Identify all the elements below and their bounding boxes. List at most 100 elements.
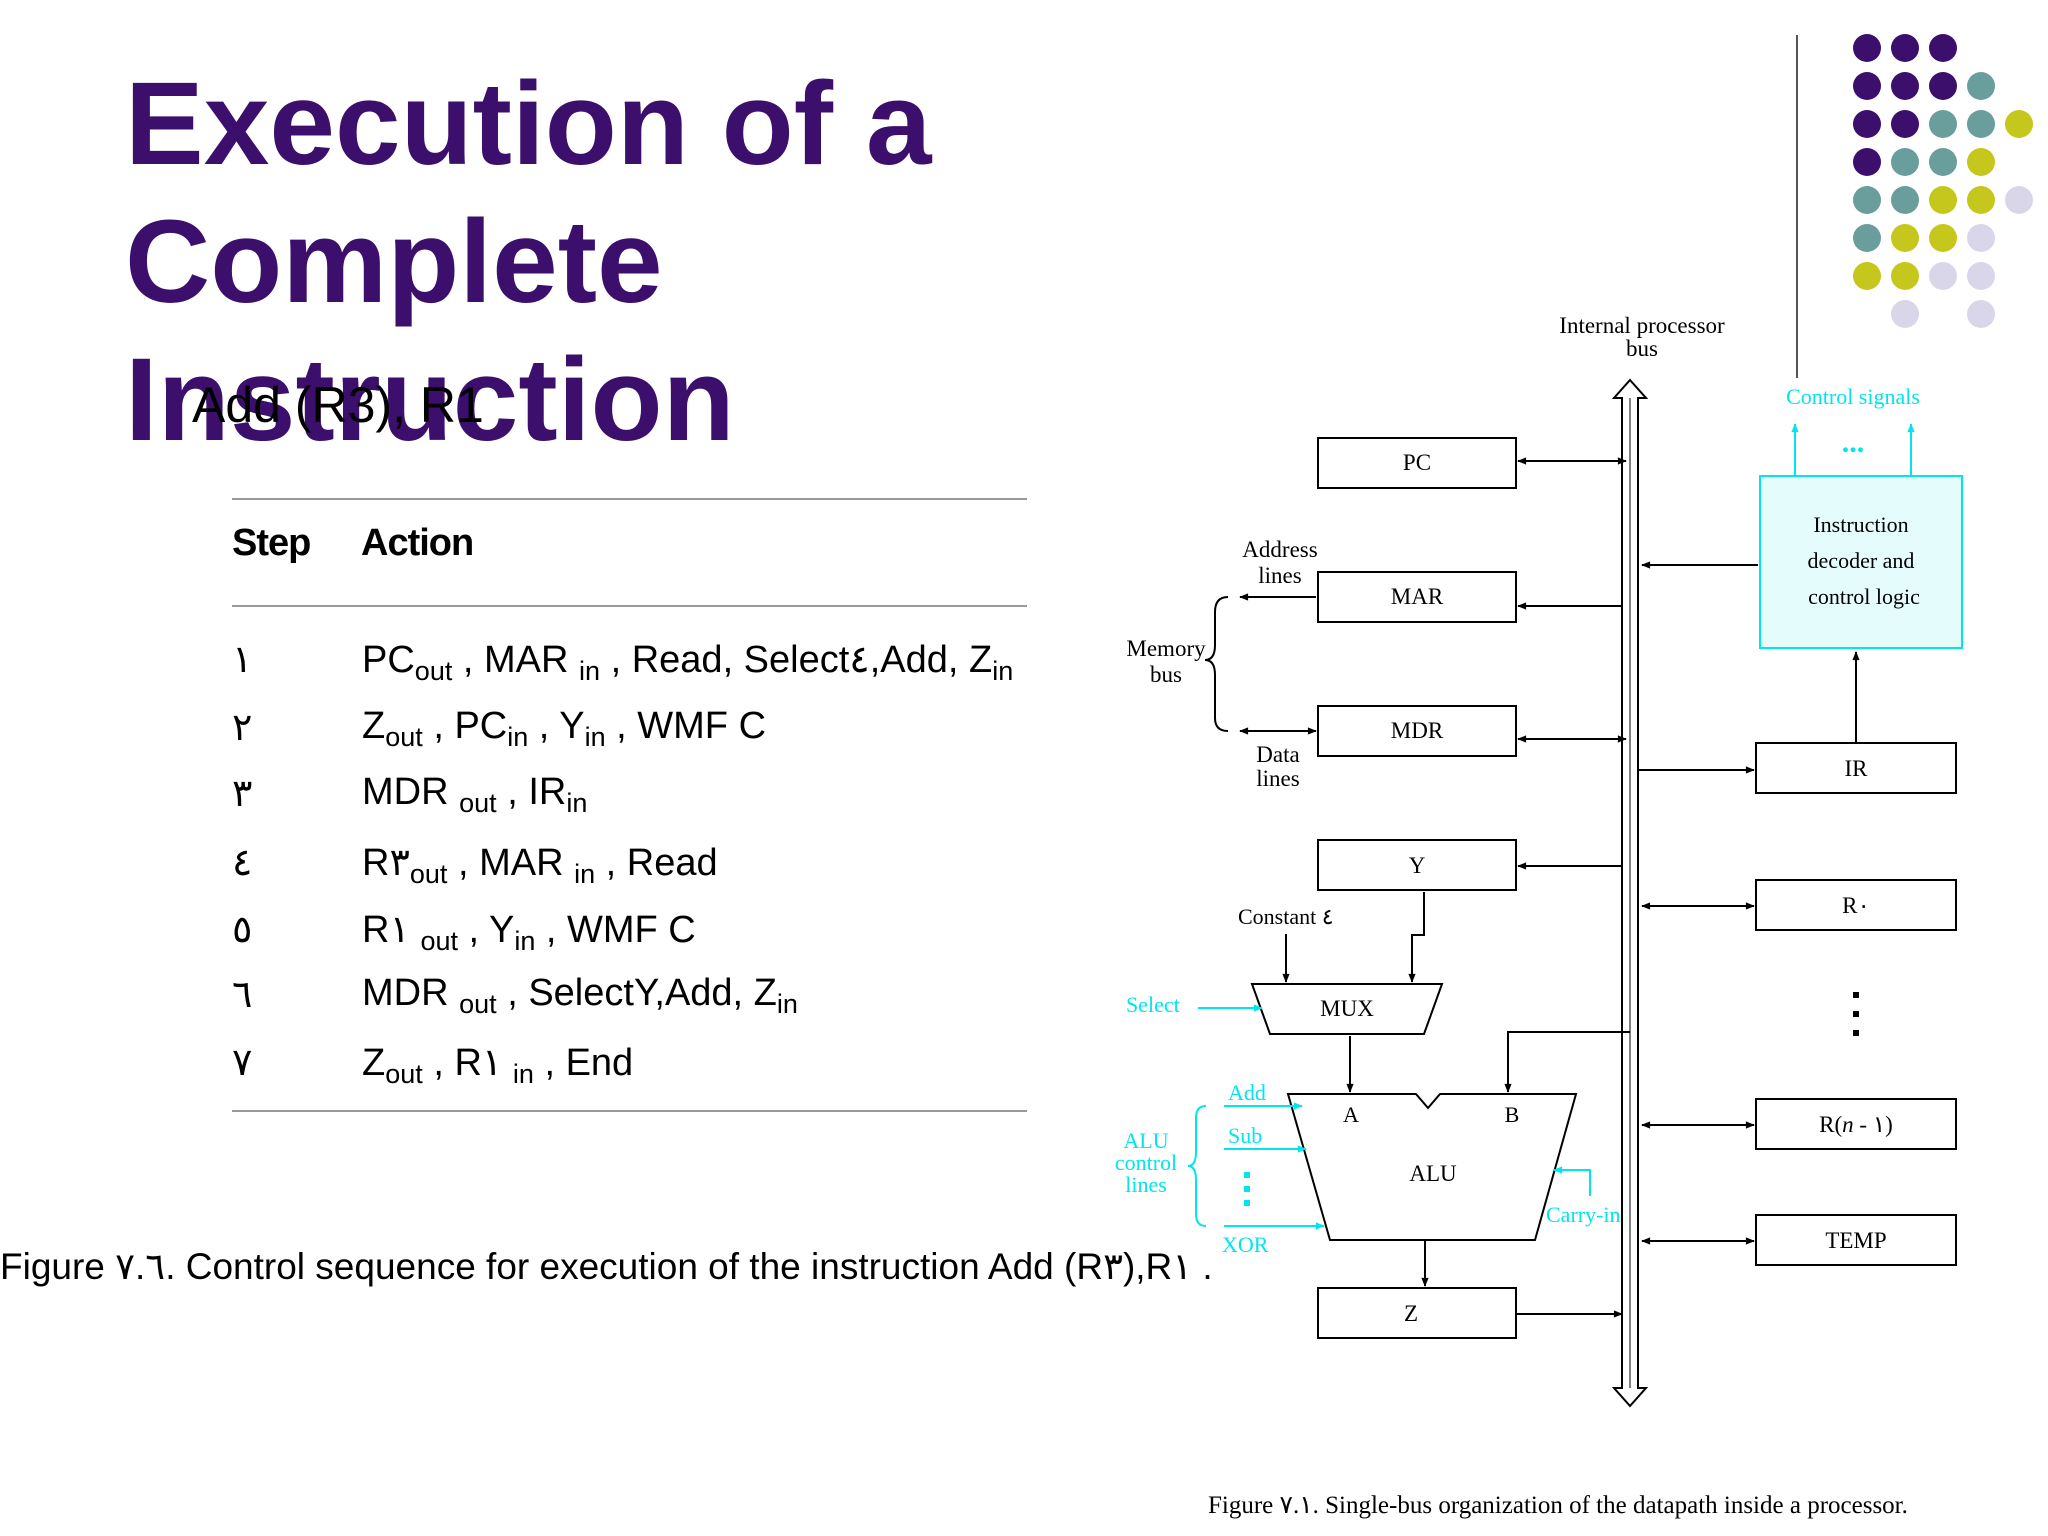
step-action: MDR out , SelectY,Add, Zin: [362, 972, 798, 1019]
mdr-label: MDR: [1391, 718, 1444, 743]
title-line-2: Instruction: [125, 334, 735, 466]
constant-label: Constant ٤: [1238, 904, 1334, 929]
decorative-dot: [1929, 224, 1957, 252]
address-lines-label-1: Address: [1242, 537, 1317, 562]
table-header-step: Step: [232, 522, 311, 564]
step-action: R٣out , MAR in , Read: [362, 842, 718, 889]
step-number: ٢: [232, 707, 253, 749]
decorative-dot: [1967, 186, 1995, 214]
data-lines-label-2: lines: [1256, 766, 1299, 791]
carry-in-arrow: [1553, 1166, 1591, 1196]
alu-control-label-3: lines: [1125, 1172, 1167, 1197]
table-row: ١ PCout , MAR in , Read, Select٤,Add, Zin: [232, 637, 1032, 697]
step-action: MDR out , IRin: [362, 771, 588, 818]
decorative-dot: [1929, 72, 1957, 100]
decorative-dot: [1967, 262, 1995, 290]
decorative-dot: [2005, 186, 2033, 214]
control-signals-dots: ...: [1842, 426, 1865, 459]
table-row: ٣ MDR out , IRin: [232, 771, 1032, 831]
temp-label: TEMP: [1825, 1228, 1886, 1253]
ir-label: IR: [1845, 756, 1869, 781]
alu-xor-label: XOR: [1222, 1232, 1269, 1257]
step-action: Zout , R١ in , End: [362, 1042, 634, 1089]
figure-caption-right: Figure ٧.١. Single-bus organization of t…: [1208, 1492, 1908, 1519]
select-label: Select: [1126, 992, 1180, 1017]
decorative-dot: [2005, 110, 2033, 138]
memory-bus-brace: [1204, 596, 1229, 732]
decorative-dot: [1891, 186, 1919, 214]
memory-bus-label-2: bus: [1150, 662, 1182, 687]
decorative-dot: [1967, 224, 1995, 252]
internal-processor-bus: [1611, 378, 1649, 1408]
mdr-register: [1317, 705, 1517, 757]
decorative-dot: [1891, 148, 1919, 176]
figure-caption-left: Figure ٧.٦. Control sequence for executi…: [0, 1246, 1213, 1287]
decorative-dot: [1929, 110, 1957, 138]
temp-register: [1755, 1214, 1957, 1266]
decorative-dot-grid: [1853, 34, 2033, 328]
decorative-dot: [1891, 72, 1919, 100]
decorative-dot: [1853, 224, 1881, 252]
instruction-decoder-box: [1759, 475, 1963, 649]
pc-register: [1317, 437, 1517, 489]
instruction-text: Add (R3), R1: [192, 377, 484, 433]
mar-register: [1317, 571, 1517, 623]
step-number: ٧: [232, 1042, 253, 1084]
decorative-dot: [1891, 110, 1919, 138]
title-line-1: Execution of a Complete: [125, 58, 932, 328]
decorative-dot: [1967, 72, 1995, 100]
slide-title: Execution of a Complete Instruction: [125, 55, 1425, 469]
alu-add-label: Add: [1228, 1080, 1266, 1105]
rn-label: R(n - ١): [1819, 1112, 1893, 1137]
decorative-dot: [1967, 110, 1995, 138]
alu-control-brace: [1187, 1105, 1207, 1227]
step-number: ٣: [232, 773, 253, 815]
alu-control-ellipsis: [1244, 1172, 1250, 1206]
step-number: ٤: [232, 842, 253, 884]
decoder-label-1: Instruction: [1813, 512, 1908, 537]
step-number: ١: [232, 639, 253, 681]
y-register: [1317, 839, 1517, 891]
alu-control-label-1: ALU: [1123, 1128, 1168, 1153]
step-action: PCout , MAR in , Read, Select٤,Add, Zin: [362, 639, 1014, 686]
table-row: ٥ R١ out , Yin , WMF C: [232, 907, 1032, 967]
r0-register: [1755, 879, 1957, 931]
alu-label: ALU: [1409, 1161, 1457, 1186]
alu-port-a-label: A: [1343, 1102, 1359, 1127]
y-to-mux-arrow: [1408, 892, 1425, 983]
decorative-dot: [1891, 224, 1919, 252]
decorative-dot: [1853, 148, 1881, 176]
decorative-dot: [1967, 148, 1995, 176]
mar-label: MAR: [1391, 584, 1444, 609]
step-action: R١ out , Yin , WMF C: [362, 909, 696, 956]
decorative-dot: [1853, 262, 1881, 290]
decorative-dot: [1891, 262, 1919, 290]
z-label: Z: [1404, 1301, 1418, 1326]
mux-block: [1250, 983, 1444, 1035]
table-rule-top: [232, 498, 1027, 500]
table-row: ٧ Zout , R١ in , End: [232, 1040, 1032, 1100]
decorative-dot: [1929, 148, 1957, 176]
decorative-dot: [1891, 300, 1919, 328]
mux-label: MUX: [1320, 996, 1374, 1021]
decorative-dot: [1929, 262, 1957, 290]
alu-sub-label: Sub: [1228, 1123, 1262, 1148]
decorative-dot: [1853, 186, 1881, 214]
table-rule-bottom: [232, 1110, 1027, 1112]
alu-block: [1286, 1093, 1578, 1241]
decorative-dot: [1853, 72, 1881, 100]
decorative-dot: [1967, 300, 1995, 328]
table-header-action: Action: [361, 522, 474, 564]
step-number: ٥: [232, 909, 253, 951]
r0-label: R٠: [1842, 893, 1870, 918]
decoder-label-3: control logic: [1808, 584, 1920, 609]
data-lines-label-1: Data: [1256, 742, 1299, 767]
bus-label-line-1: Internal processor: [1559, 313, 1725, 338]
decoder-label-2: decoder and: [1808, 548, 1915, 573]
alu-control-label-2: control: [1115, 1150, 1177, 1175]
bus-label-line-2: bus: [1626, 336, 1658, 361]
decorative-dot: [1891, 34, 1919, 62]
table-rule-middle: [232, 605, 1027, 607]
